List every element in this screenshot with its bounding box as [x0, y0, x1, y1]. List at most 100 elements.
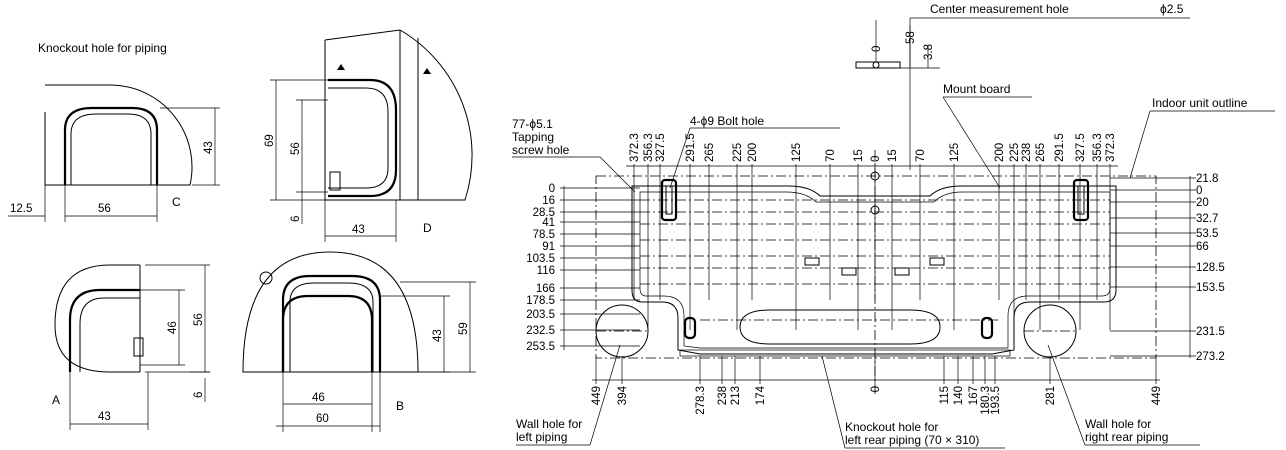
- center-v3: 3.8: [923, 44, 935, 60]
- top-dim-label: 356.3: [643, 133, 655, 162]
- bottom-dim-label: 174: [755, 385, 767, 405]
- right-dim-label: 153.5: [1196, 282, 1225, 294]
- knockout-rear-label-1: Knockout hole for: [845, 420, 938, 434]
- view-c-label: C: [172, 195, 181, 209]
- view-c: 12.5 56 43 C: [8, 84, 220, 222]
- center-v1: 0: [871, 46, 883, 52]
- d-width-dim: 43: [352, 224, 365, 236]
- indoor-outline-label: Indoor unit outline: [1152, 96, 1248, 110]
- wall-right-label-2: right rear piping: [1085, 430, 1168, 444]
- b-w1-dim: 46: [312, 392, 325, 404]
- d-h3-dim: 6: [290, 216, 302, 222]
- left-dim-label: 78.5: [533, 229, 555, 241]
- top-dim-label: 291.5: [685, 133, 697, 162]
- bottom-dim-label: 238: [717, 386, 729, 405]
- top-dim-label: 356.3: [1092, 133, 1104, 162]
- left-dim-label: 16: [542, 195, 555, 207]
- b-h1-dim: 43: [432, 329, 444, 342]
- right-dim-label: 0: [1196, 185, 1202, 197]
- left-dim-label: 232.5: [526, 325, 555, 337]
- knockout-rear-label-2: left rear piping (70 × 310): [845, 433, 979, 447]
- top-dim-label: 200: [994, 143, 1006, 162]
- c-height-dim: 43: [203, 141, 215, 154]
- bolt-bracket-right: [1072, 178, 1090, 222]
- right-dim-label: 20: [1196, 197, 1209, 209]
- mount-board-outline: [631, 185, 1117, 355]
- mount-board-drawing: 0 58 3.8 Center measurement hole ϕ2.5: [595, 2, 1190, 395]
- bottom-dim-label: 140: [953, 386, 965, 405]
- left-dim-label: 41: [542, 217, 555, 229]
- d-h2-dim: 56: [290, 142, 302, 155]
- view-d-label: D: [423, 221, 432, 235]
- top-dim-label: 238: [1021, 143, 1033, 162]
- center-hole-label: Center measurement hole: [930, 2, 1069, 16]
- left-dim-label: 116: [537, 265, 555, 277]
- right-dim-label: 21.8: [1196, 173, 1218, 185]
- d-h1-dim: 69: [264, 134, 276, 147]
- view-a: 46 56 6 43 A: [52, 264, 210, 430]
- center-hole-dia: ϕ2.5: [1160, 2, 1184, 16]
- left-dim-label: 91: [542, 241, 555, 253]
- top-dim-label: 327.5: [1075, 133, 1087, 162]
- bottom-dim-label: 449: [591, 386, 603, 405]
- c-width-dim: 56: [98, 203, 111, 215]
- top-dim-label: 0: [870, 156, 882, 162]
- bottom-dim-label: 394: [617, 385, 629, 405]
- a-h1-dim: 46: [167, 321, 179, 334]
- top-dim-label: 291.5: [1054, 133, 1066, 162]
- bottom-dim-label: 0: [870, 386, 882, 392]
- top-dim-label: 225: [732, 143, 744, 162]
- right-dim-label: 66: [1196, 241, 1209, 253]
- a-width-dim: 43: [98, 411, 111, 423]
- mount-board-label: Mount board: [943, 82, 1010, 96]
- view-b-label: B: [396, 399, 404, 413]
- top-dim-label: 265: [704, 143, 716, 162]
- left-dim-label: 28.5: [533, 207, 555, 219]
- c-left-dim: 12.5: [10, 203, 32, 215]
- bottom-dim-label: 281: [1045, 386, 1057, 405]
- tapping-label-1: 77-ϕ5.1: [512, 117, 553, 131]
- top-dim-label: 70: [825, 149, 837, 162]
- left-dim-label: 253.5: [526, 341, 555, 353]
- top-dim-label: 265: [1035, 143, 1047, 162]
- bottom-dim-label: 115: [939, 386, 951, 404]
- tapping-label-2: Tapping: [512, 130, 554, 144]
- view-a-label: A: [52, 393, 60, 407]
- top-dim-label: 125: [949, 143, 961, 162]
- knockout-slot: [739, 309, 941, 345]
- top-dim-label: 225: [1009, 143, 1021, 162]
- left-dim-label: 0: [549, 183, 555, 195]
- left-dim-label: 166: [536, 283, 555, 295]
- view-b: 43 59 46 60 B: [242, 251, 476, 432]
- bottom-dim-label: 449: [1151, 386, 1163, 405]
- left-dim-lines: 01628.54178.591103.5116166178.5203.5232.…: [526, 183, 640, 353]
- wall-left-label-2: left piping: [516, 430, 567, 444]
- knockout-title: Knockout hole for piping: [38, 41, 167, 55]
- b-w2-dim: 60: [316, 413, 329, 425]
- top-dim-label: 15: [853, 149, 865, 162]
- wall-right-label-1: Wall hole for: [1085, 417, 1151, 431]
- left-dim-label: 203.5: [526, 309, 555, 321]
- bolt-hole-label: 4-ϕ9 Bolt hole: [690, 114, 764, 128]
- tapping-label-3: screw hole: [512, 143, 570, 157]
- right-dim-label: 32.7: [1196, 213, 1218, 225]
- right-dim-label: 231.5: [1196, 326, 1225, 338]
- right-dim-label: 53.5: [1196, 228, 1218, 240]
- a-h3-dim: 6: [193, 392, 205, 398]
- view-d: 69 56 6 43 D: [264, 29, 473, 242]
- right-dim-label: 128.5: [1196, 262, 1225, 274]
- bottom-dim-label: 193.5: [990, 386, 1002, 415]
- top-dim-label: 70: [915, 149, 927, 162]
- bottom-dim-label: 278.3: [695, 386, 707, 415]
- bottom-dim-label: 180.3: [980, 386, 992, 415]
- top-dim-label: 200: [747, 143, 759, 162]
- bottom-dim-label: 213: [730, 386, 742, 405]
- top-dim-label: 125: [791, 143, 803, 162]
- right-dim-label: 273.2: [1196, 351, 1225, 363]
- indoor-unit-outline: [595, 175, 1157, 359]
- top-dim-label: 15: [887, 149, 899, 162]
